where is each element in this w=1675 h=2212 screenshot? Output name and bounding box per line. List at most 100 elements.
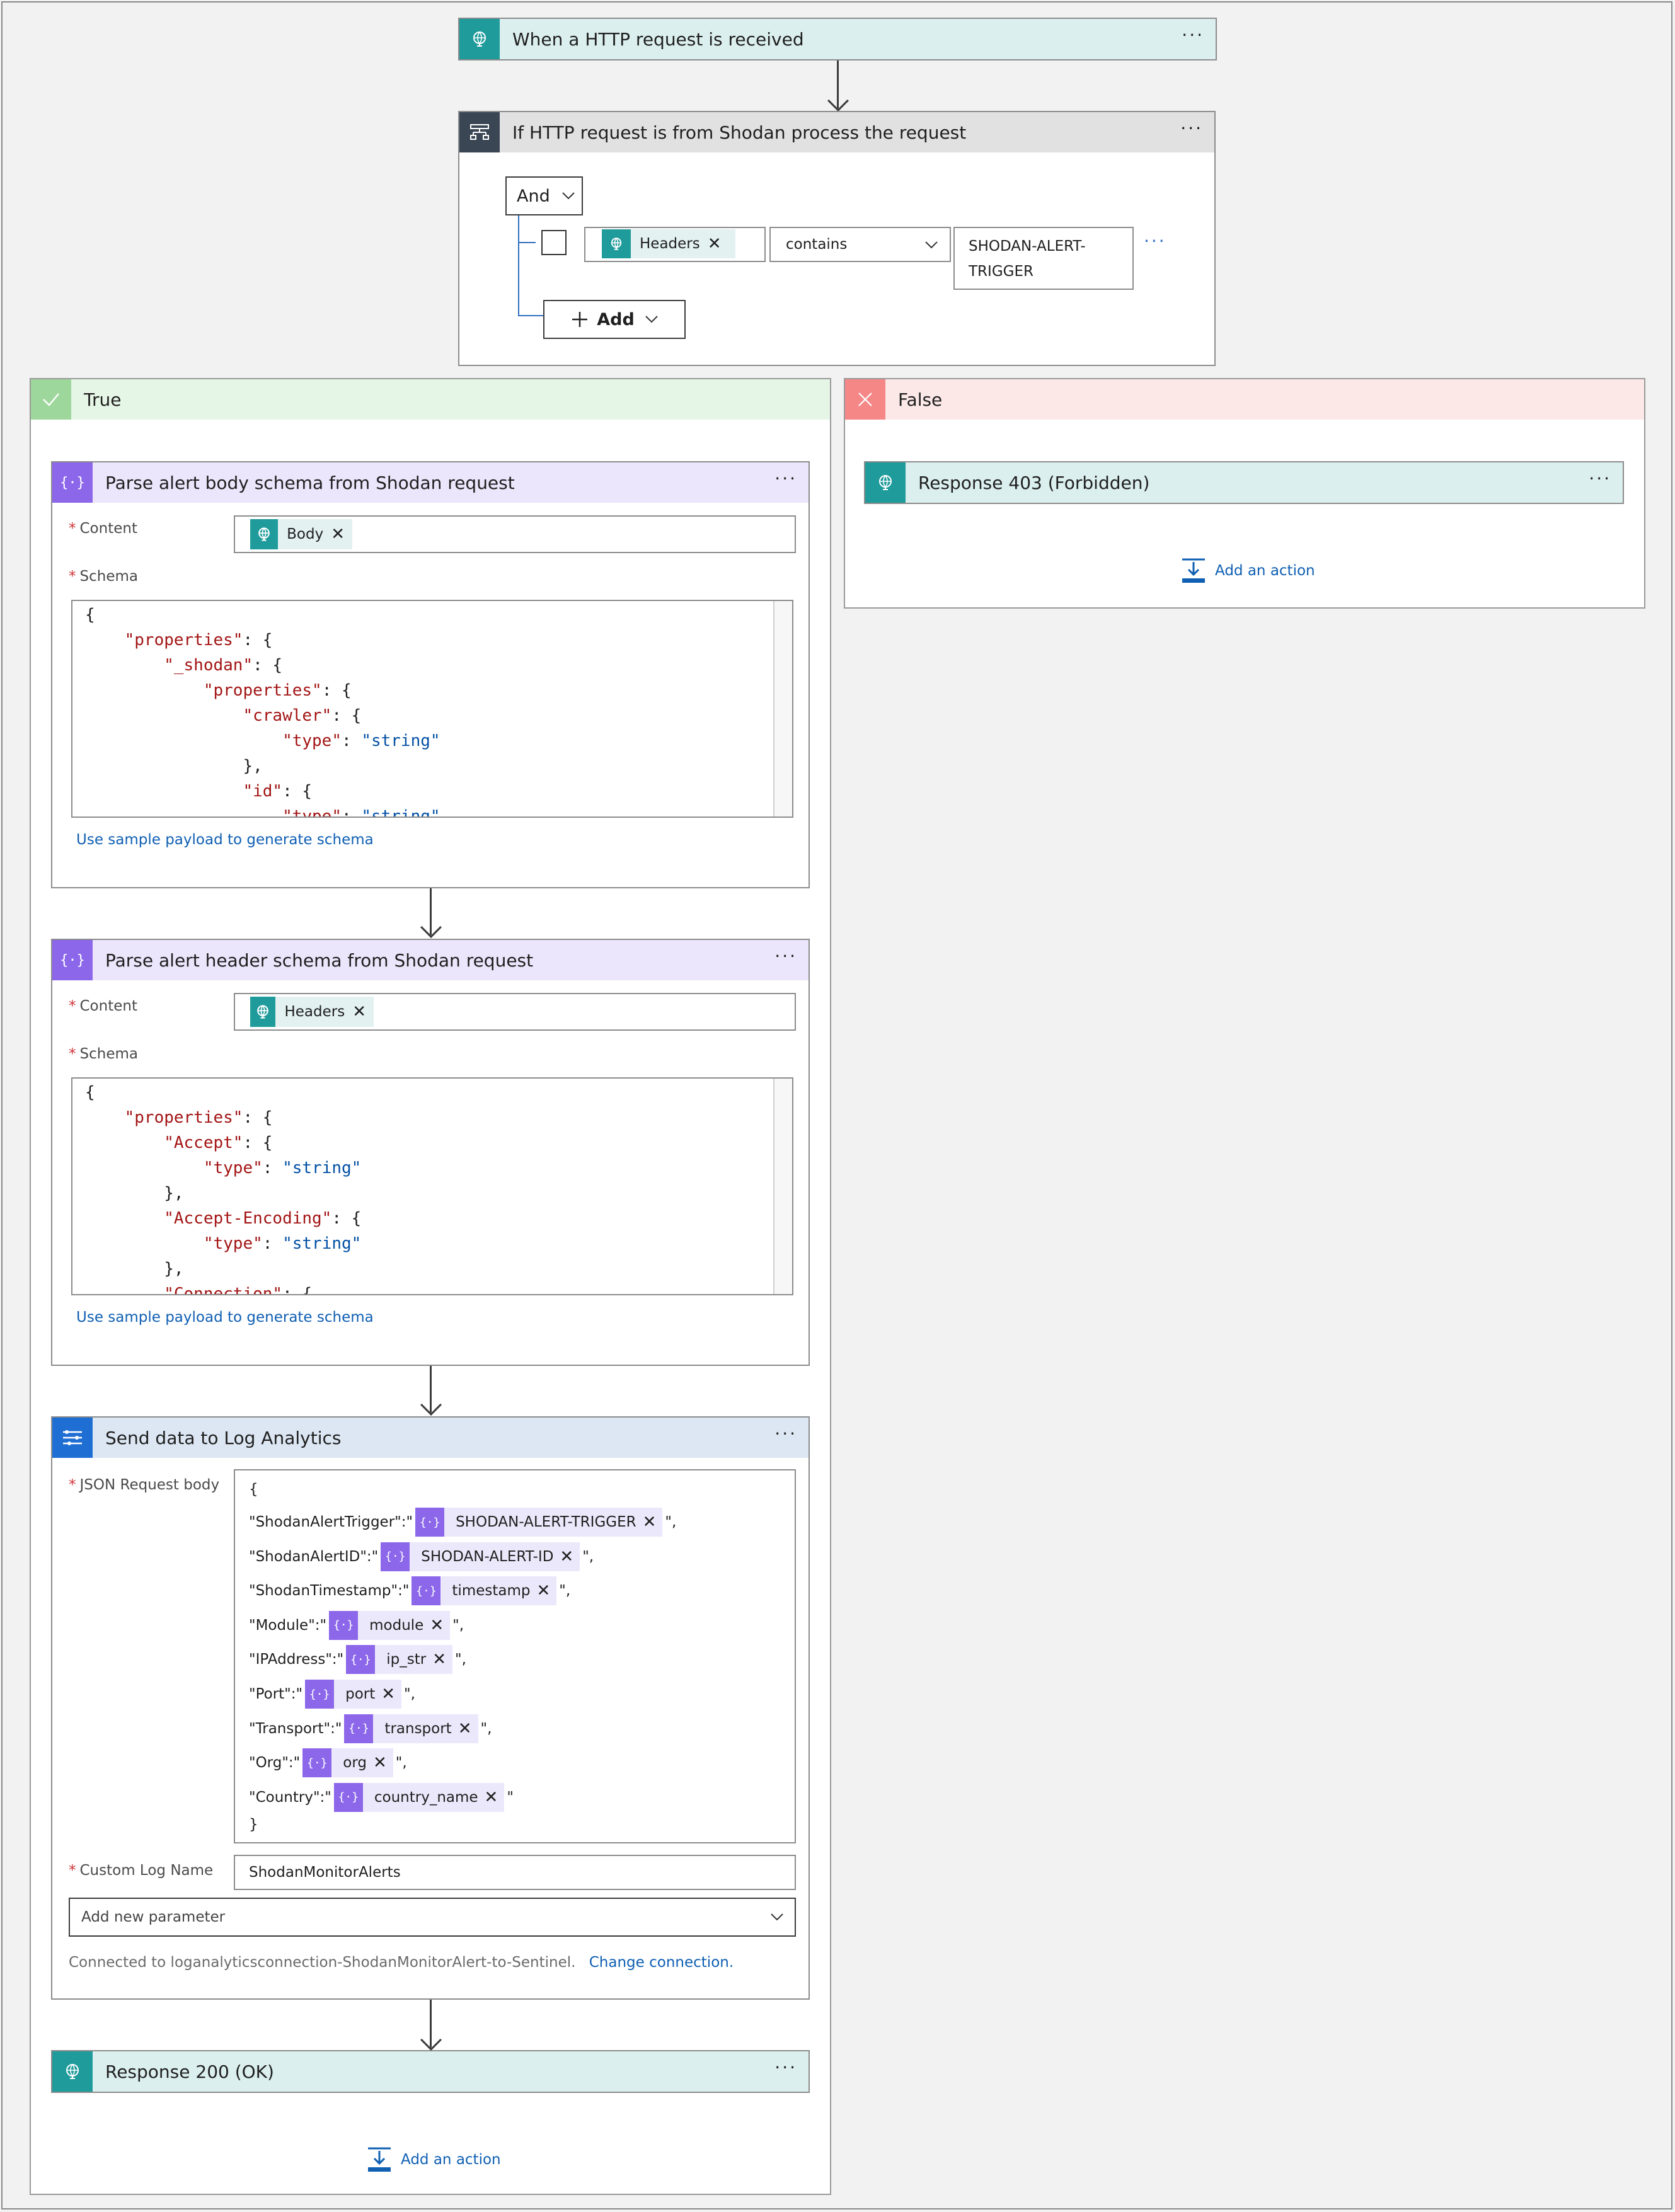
schema-token: "type" <box>85 807 342 818</box>
connection-info: Connected to loganalyticsconnection-Shod… <box>69 1954 734 1971</box>
log-analytics-card[interactable]: Send data to Log Analytics ··· *JSON Req… <box>51 1416 810 2000</box>
schema-token: "string" <box>361 807 440 818</box>
close-icon[interactable]: ✕ <box>432 1650 447 1670</box>
parse-body-menu-icon[interactable]: ··· <box>774 468 797 489</box>
trigger-menu-icon[interactable]: ··· <box>1182 25 1204 45</box>
schema-line: "type": "string" <box>85 728 440 754</box>
parse-json-icon: {·} <box>52 462 93 503</box>
json-key: "ShodanAlertID":" <box>249 1548 379 1565</box>
parse-header-menu-icon[interactable]: ··· <box>774 946 797 966</box>
response-403-title: Response 403 (Forbidden) <box>918 472 1150 493</box>
change-connection-link[interactable]: Change connection. <box>589 1954 734 1971</box>
headers-token[interactable]: Headers ✕ <box>602 229 735 258</box>
schema-line: "properties": { <box>85 627 273 653</box>
json-body-input[interactable]: { } "ShodanAlertTrigger":"{·}SHODAN-ALER… <box>234 1469 796 1843</box>
add-action-true-label[interactable]: Add an action <box>401 2152 501 2168</box>
dynamic-content-token[interactable]: {·}country_name✕ <box>333 1782 505 1812</box>
json-row: "ShodanAlertTrigger":"{·}SHODAN-ALERT-TR… <box>249 1507 676 1537</box>
condition-right-operand[interactable]: SHODAN-ALERT- TRIGGER <box>953 227 1134 290</box>
connector-arrow <box>837 60 839 108</box>
row-checkbox[interactable] <box>541 230 567 255</box>
condition-operator-dropdown[interactable]: contains <box>769 227 951 262</box>
response-403-card[interactable]: Response 403 (Forbidden) ··· <box>864 461 1624 504</box>
condition-card[interactable]: If HTTP request is from Shodan process t… <box>458 111 1216 366</box>
close-icon[interactable]: ✕ <box>331 525 345 544</box>
operator-label: And <box>517 186 550 206</box>
json-tail: ", <box>452 1617 464 1634</box>
chevron-down-icon <box>771 1913 783 1921</box>
close-icon[interactable]: ✕ <box>430 1615 444 1635</box>
dynamic-content-token[interactable]: {·}timestamp✕ <box>412 1576 557 1606</box>
schema-token: : { <box>282 782 313 801</box>
add-condition-button[interactable]: Add <box>543 300 686 339</box>
parse-body-title: Parse alert body schema from Shodan requ… <box>105 472 515 493</box>
row-more-icon[interactable]: ··· <box>1144 231 1166 251</box>
token-label: org <box>343 1755 367 1772</box>
json-row: "Port":"{·}port✕", <box>249 1679 415 1709</box>
schema-line: "Accept": { <box>85 1130 272 1155</box>
parse-json-icon: {·} <box>302 1748 332 1778</box>
schema-label: *Schema <box>69 568 138 585</box>
schema-editor[interactable]: { "properties": { "Accept": { "type": "s… <box>71 1077 793 1295</box>
json-row: "ShodanAlertID":"{·}SHODAN-ALERT-ID✕", <box>249 1542 594 1572</box>
globe-icon <box>52 2051 93 2092</box>
dynamic-content-token[interactable]: {·} org ✕ <box>302 1748 393 1778</box>
body-token[interactable]: Body ✕ <box>250 519 352 549</box>
custom-log-input[interactable]: ShodanMonitorAlerts <box>234 1855 796 1890</box>
json-key: "IPAddress":" <box>249 1651 344 1668</box>
condition-title: If HTTP request is from Shodan process t… <box>512 122 967 143</box>
headers-token[interactable]: Headers ✕ <box>250 997 374 1027</box>
dynamic-content-token[interactable]: {·}module✕ <box>329 1610 451 1640</box>
add-action-false-label[interactable]: Add an action <box>1215 563 1315 579</box>
add-parameter-dropdown[interactable]: Add new parameter <box>69 1898 796 1937</box>
schema-token: "crawler" <box>85 706 332 725</box>
dynamic-content-token[interactable]: {·}transport✕ <box>344 1714 478 1743</box>
editor-scrollbar[interactable] <box>773 1079 792 1294</box>
trigger-card[interactable]: When a HTTP request is received ··· <box>458 18 1217 60</box>
dynamic-content-token[interactable]: {·}ip_str✕ <box>346 1645 453 1675</box>
close-icon[interactable]: ✕ <box>707 234 722 253</box>
response-200-card[interactable]: Response 200 (OK) ··· <box>51 2050 810 2093</box>
connector-arrow <box>430 888 432 935</box>
add-action-true-button[interactable]: Add an action <box>366 2146 501 2174</box>
add-action-false-button[interactable]: Add an action <box>1180 557 1315 585</box>
schema-token: : <box>342 807 362 818</box>
parse-json-icon: {·} <box>333 1782 363 1812</box>
add-action-icon <box>1182 558 1205 583</box>
sample-payload-link[interactable]: Use sample payload to generate schema <box>76 832 374 848</box>
globe-icon <box>865 462 906 503</box>
parse-body-card[interactable]: {·} Parse alert body schema from Shodan … <box>51 461 810 888</box>
condition-menu-icon[interactable]: ··· <box>1180 118 1203 139</box>
connector-arrow <box>430 2000 432 2048</box>
dynamic-content-token[interactable]: {·}SHODAN-ALERT-ID✕ <box>381 1542 580 1571</box>
schema-token: "string" <box>361 731 440 750</box>
schema-token: : { <box>253 656 283 675</box>
response-403-menu-icon[interactable]: ··· <box>1589 468 1611 489</box>
close-icon[interactable]: ✕ <box>484 1787 498 1807</box>
parse-json-icon: {·} <box>415 1508 445 1537</box>
close-icon[interactable]: ✕ <box>458 1719 472 1738</box>
dynamic-content-token[interactable]: {·}SHODAN-ALERT-TRIGGER✕ <box>415 1508 663 1537</box>
response-200-menu-icon[interactable]: ··· <box>774 2057 797 2078</box>
content-label: *Content <box>69 520 137 537</box>
close-icon[interactable]: ✕ <box>642 1513 657 1532</box>
parse-header-card[interactable]: {·} Parse alert header schema from Shoda… <box>51 939 810 1366</box>
dynamic-content-token[interactable]: {·}port✕ <box>305 1680 402 1709</box>
schema-line: "id": { <box>85 779 312 804</box>
schema-line: }, <box>85 1181 183 1206</box>
response-200-title: Response 200 (OK) <box>105 2061 274 2082</box>
close-icon[interactable]: ✕ <box>536 1581 551 1601</box>
schema-token: "_shodan" <box>85 656 253 675</box>
operator-dropdown[interactable]: And <box>505 176 583 215</box>
close-icon[interactable]: ✕ <box>352 1002 366 1021</box>
close-icon[interactable]: ✕ <box>381 1685 396 1704</box>
log-analytics-menu-icon[interactable]: ··· <box>774 1423 797 1444</box>
close-icon[interactable]: ✕ <box>372 1753 387 1773</box>
schema-token: "type" <box>85 1234 263 1253</box>
json-key: "Transport":" <box>249 1720 342 1737</box>
schema-editor[interactable]: { "properties": { "_shodan": { "properti… <box>71 600 793 818</box>
sample-payload-link[interactable]: Use sample payload to generate schema <box>76 1309 374 1326</box>
editor-scrollbar[interactable] <box>773 601 792 817</box>
parse-json-icon: {·} <box>412 1576 441 1606</box>
close-icon[interactable]: ✕ <box>560 1547 574 1566</box>
